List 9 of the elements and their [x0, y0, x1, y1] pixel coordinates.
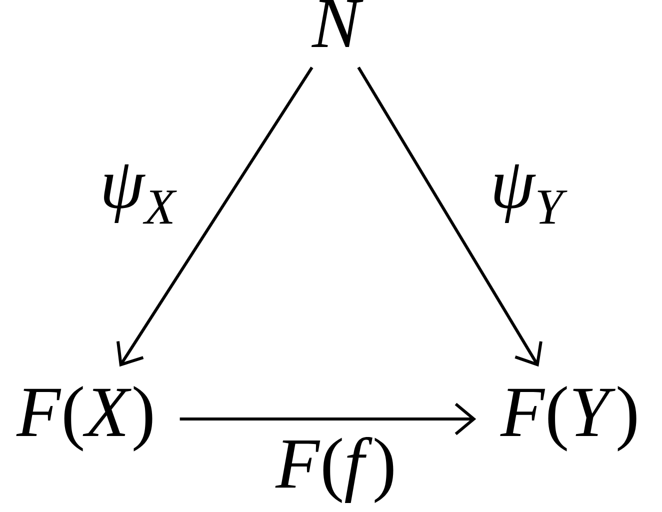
edge-label: F(f)	[274, 434, 398, 505]
arrow	[180, 402, 476, 436]
arrow	[116, 66, 314, 367]
arrow	[357, 66, 542, 367]
object-label: F(Y)	[500, 386, 636, 452]
edge-label: ψ$_{X}$	[98, 162, 178, 226]
object-label: N	[311, 0, 364, 47]
edge-label: ψ$_{Y}$	[488, 162, 568, 226]
object-label: F(X)	[16, 386, 152, 452]
